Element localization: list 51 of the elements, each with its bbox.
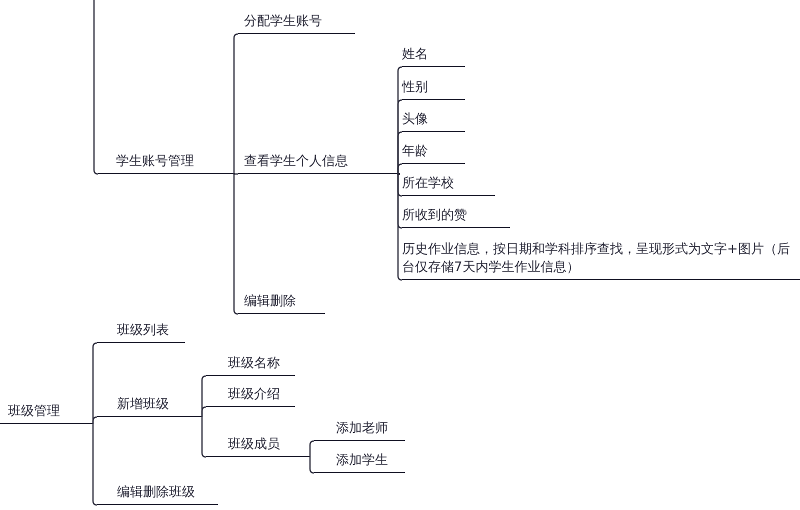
topic-node — [206, 385, 295, 407]
topic-node — [97, 395, 202, 417]
topic-node — [238, 12, 355, 34]
branch-line — [397, 163, 402, 175]
topic-label: 头像 — [402, 111, 428, 129]
branch-line — [235, 173, 238, 175]
topic-label: 所在学校 — [402, 175, 454, 193]
topic-node — [402, 174, 495, 196]
topic-label: 编辑删除班级 — [117, 484, 195, 502]
branch-line — [93, 0, 98, 175]
topic-node — [402, 45, 465, 67]
topic-node — [314, 451, 405, 473]
topic-label: 所收到的赞 — [402, 207, 467, 225]
topic-node — [97, 483, 218, 505]
topic-label: 姓名 — [402, 46, 428, 64]
topic-label: 编辑删除 — [244, 293, 296, 311]
topic-label: 年龄 — [402, 143, 428, 161]
topic-node — [98, 152, 235, 174]
topic-label: 新增班级 — [117, 396, 169, 414]
topic-node — [402, 206, 510, 228]
topic-label: 班级列表 — [117, 322, 169, 340]
topic-node — [238, 152, 400, 174]
topic-node — [314, 419, 405, 441]
branch-line — [233, 173, 238, 315]
topic-node — [238, 292, 325, 314]
branch-line — [233, 33, 238, 175]
topic-label: 历史作业信息，按日期和学科排序查找，呈现形式为文字+图片（后台仅存储7天内学生作业信息） — [402, 241, 791, 277]
topic-node — [402, 110, 465, 132]
topic-label: 班级名称 — [228, 355, 280, 373]
topic-node — [206, 435, 310, 457]
branch-line — [92, 423, 98, 506]
topic-node — [402, 78, 465, 100]
branch-line — [201, 406, 206, 418]
topic-node — [0, 402, 93, 424]
branch-line — [309, 440, 314, 458]
branch-line — [92, 416, 98, 425]
topic-label: 班级管理 — [8, 403, 60, 421]
branch-line — [309, 456, 314, 474]
topic-label: 查看学生个人信息 — [244, 153, 348, 171]
topic-node — [402, 142, 465, 164]
topic-label: 性别 — [402, 79, 428, 97]
topic-label: 班级介绍 — [228, 386, 280, 404]
topic-label: 班级成员 — [228, 436, 280, 454]
topic-label: 添加学生 — [336, 452, 388, 470]
topic-node — [97, 321, 185, 343]
topic-label: 学生账号管理 — [116, 153, 194, 171]
topic-label: 分配学生账号 — [244, 13, 322, 31]
branch-line — [201, 416, 206, 458]
topic-node — [206, 354, 295, 376]
branch-line — [397, 173, 402, 281]
topic-label: 添加老师 — [336, 420, 388, 438]
